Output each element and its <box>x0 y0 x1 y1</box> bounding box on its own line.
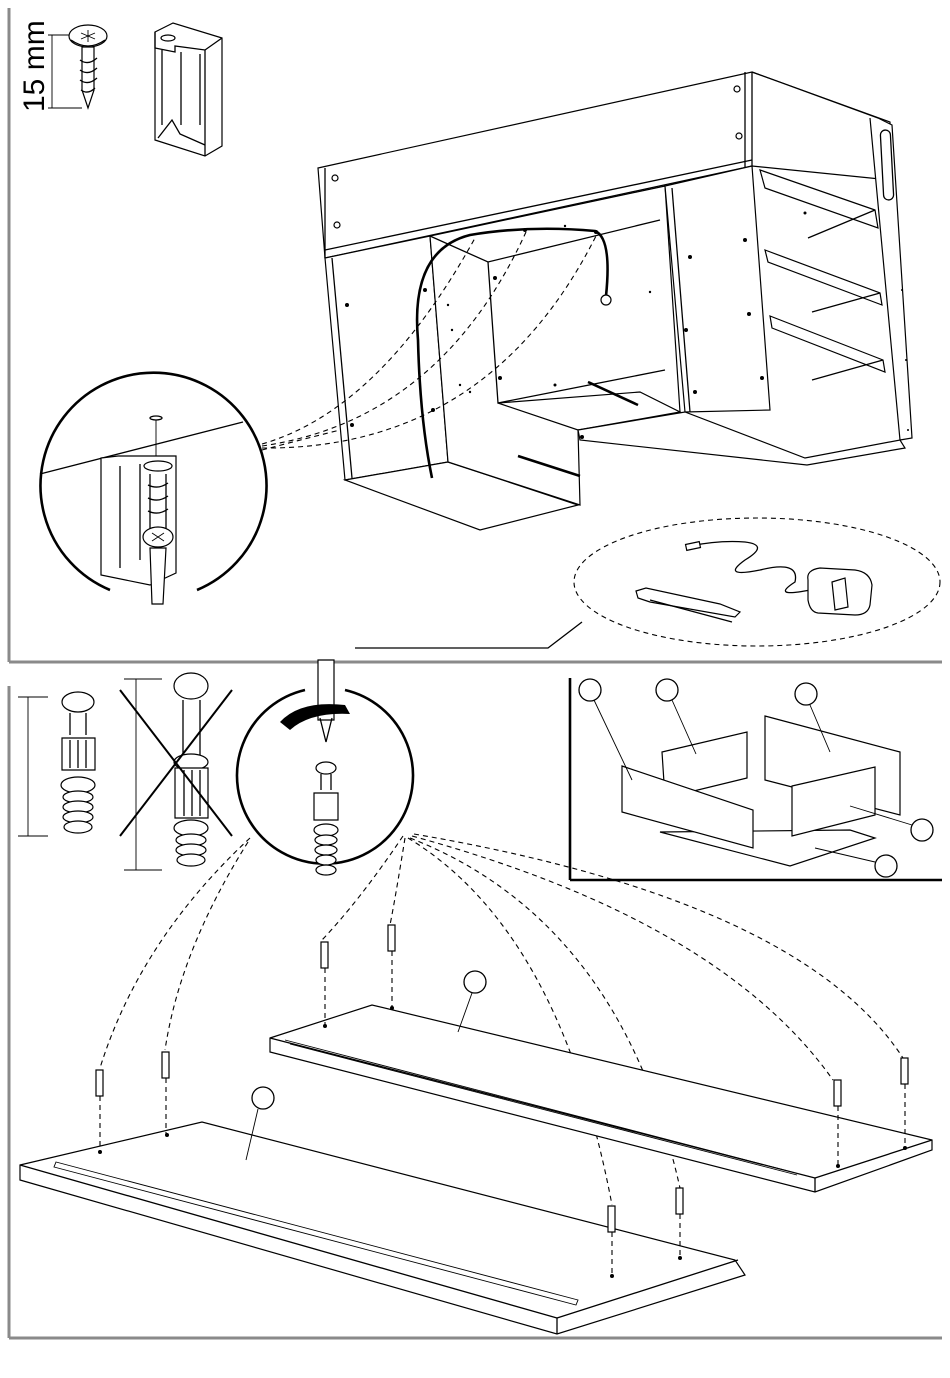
screw-detail-magnifier <box>40 373 267 604</box>
drawer-assembly-inset <box>570 678 942 880</box>
callout-circle <box>656 679 678 701</box>
callout-circle <box>911 819 933 841</box>
shelf-board-back <box>270 971 932 1192</box>
cam-dowel-wrong-icon <box>120 673 232 870</box>
screw-length-label: 15 mm <box>18 20 52 112</box>
cabinet-assembly <box>318 72 912 530</box>
bracket-clip-icon <box>155 23 222 156</box>
callout-circle <box>252 1087 274 1109</box>
dowel-icon <box>388 925 395 1008</box>
dowel-icon <box>96 1070 103 1152</box>
power-adapter-kit <box>355 518 940 648</box>
dowel-icon <box>162 1052 169 1135</box>
dowel-icon <box>321 942 328 1026</box>
dimension-line <box>48 35 82 108</box>
callout-circle <box>875 855 897 877</box>
screwdriver-detail-magnifier <box>237 660 413 875</box>
screw-icon <box>69 25 107 108</box>
cam-dowel-correct-icon <box>18 692 95 836</box>
callout-circle <box>464 971 486 993</box>
callout-circle <box>795 683 817 705</box>
callout-circle <box>579 679 601 701</box>
